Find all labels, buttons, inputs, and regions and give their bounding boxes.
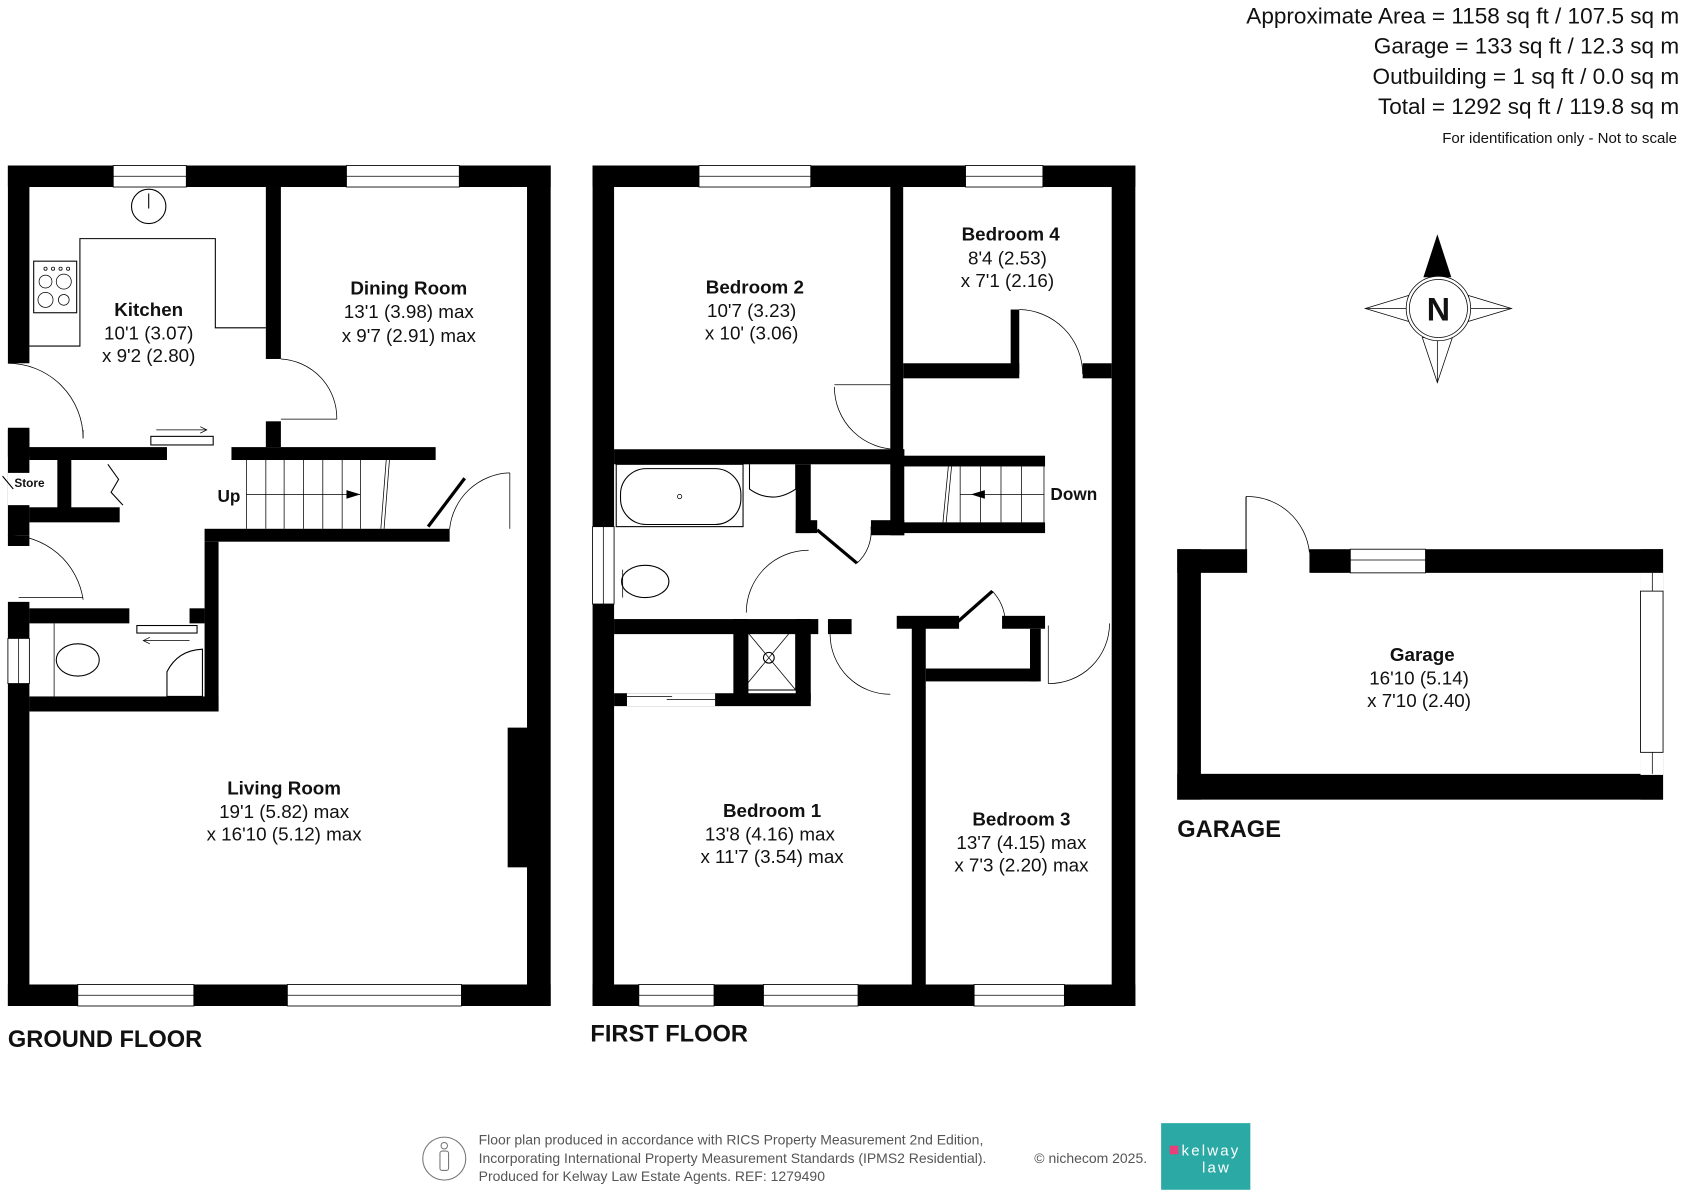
- window: [1349, 548, 1426, 574]
- garage-dim1: 16'10 (5.14): [1369, 668, 1469, 689]
- bedroom1-dim1: 13'8 (4.16) max: [705, 823, 836, 844]
- toilet-icon: [621, 564, 670, 599]
- stairs: [942, 466, 1045, 523]
- stairs-down-label: Down: [1050, 484, 1097, 504]
- living-name: Living Room: [227, 777, 341, 798]
- sink-icon: [130, 188, 167, 225]
- area-summary: Approximate Area = 1158 sq ft / 107.5 sq…: [1246, 4, 1679, 147]
- ground-floor-plan: Store Up: [2, 165, 551, 1007]
- toilet-icon: [55, 643, 100, 677]
- logo-text-1: kelway: [1182, 1142, 1241, 1159]
- dining-dim2: x 9'7 (2.91) max: [342, 325, 477, 346]
- living-dim1: 19'1 (5.82) max: [219, 801, 350, 822]
- living-dim2: x 16'10 (5.12) max: [207, 823, 363, 844]
- kelway-law-logo: kelway law: [1161, 1123, 1251, 1190]
- footer-copyright: © nichecom 2025.: [1034, 1150, 1147, 1166]
- bedroom2-dim2: x 10' (3.06): [705, 323, 798, 344]
- garage-label: GARAGE: [1177, 817, 1281, 843]
- bedroom4-name: Bedroom 4: [962, 224, 1061, 245]
- footer: Floor plan produced in accordance with R…: [422, 1123, 1251, 1190]
- bedroom3-dim2: x 7'3 (2.20) max: [954, 855, 1089, 876]
- basin-icon: [166, 648, 203, 697]
- bedroom3-dim1: 13'7 (4.15) max: [956, 832, 1087, 853]
- person-measure-icon: [422, 1136, 467, 1181]
- logo-text-2: law: [1202, 1160, 1231, 1177]
- footer-line3: Produced for Kelway Law Estate Agents. R…: [479, 1168, 826, 1184]
- garage-door: [1640, 590, 1664, 753]
- dining-dim1: 13'1 (3.98) max: [344, 301, 475, 322]
- bedroom3-name: Bedroom 3: [972, 808, 1070, 829]
- garage-dim2: x 7'10 (2.40): [1367, 690, 1471, 711]
- first-floor-plan: Down: [592, 165, 1136, 1007]
- bedroom2-name: Bedroom 2: [706, 276, 804, 297]
- compass-letter: N: [1427, 291, 1450, 327]
- footer-line1: Floor plan produced in accordance with R…: [479, 1132, 984, 1148]
- total-area-text: Total = 1292 sq ft / 119.8 sq m: [1378, 94, 1679, 119]
- kitchen-name: Kitchen: [114, 299, 183, 320]
- garage-name: Garage: [1390, 644, 1455, 665]
- bath-icon: [619, 468, 742, 526]
- ground-floor-label: GROUND FLOOR: [8, 1027, 202, 1053]
- door-swing: [7, 362, 84, 439]
- basin-icon: [748, 464, 797, 498]
- store-label: Store: [14, 476, 45, 490]
- north-compass-icon: N: [1364, 234, 1513, 384]
- footer-line2: Incorporating International Property Mea…: [479, 1150, 987, 1166]
- garage-plan: [1177, 496, 1664, 800]
- bedroom4-dim1: 8'4 (2.53): [968, 247, 1047, 268]
- shower-icon: [741, 624, 797, 691]
- bedroom1-dim2: x 11'7 (3.54) max: [700, 846, 844, 867]
- approx-area-text: Approximate Area = 1158 sq ft / 107.5 sq…: [1246, 4, 1679, 29]
- bedroom2-dim1: 10'7 (3.23): [707, 300, 796, 321]
- bedroom4-dim2: x 7'1 (2.16): [961, 270, 1054, 291]
- stairs-up-label: Up: [217, 486, 240, 506]
- bedroom1-name: Bedroom 1: [723, 800, 821, 821]
- disclaimer-text: For identification only - Not to scale: [1442, 130, 1677, 147]
- stairs: [246, 459, 390, 529]
- dining-name: Dining Room: [350, 277, 467, 298]
- outbuilding-area-text: Outbuilding = 1 sq ft / 0.0 sq m: [1373, 64, 1680, 89]
- kitchen-dim2: x 9'2 (2.80): [102, 345, 195, 366]
- hob-icon: [33, 260, 78, 314]
- garage-area-text: Garage = 133 sq ft / 12.3 sq m: [1374, 34, 1679, 59]
- kitchen-dim1: 10'1 (3.07): [104, 323, 193, 344]
- first-floor-label: FIRST FLOOR: [590, 1021, 748, 1047]
